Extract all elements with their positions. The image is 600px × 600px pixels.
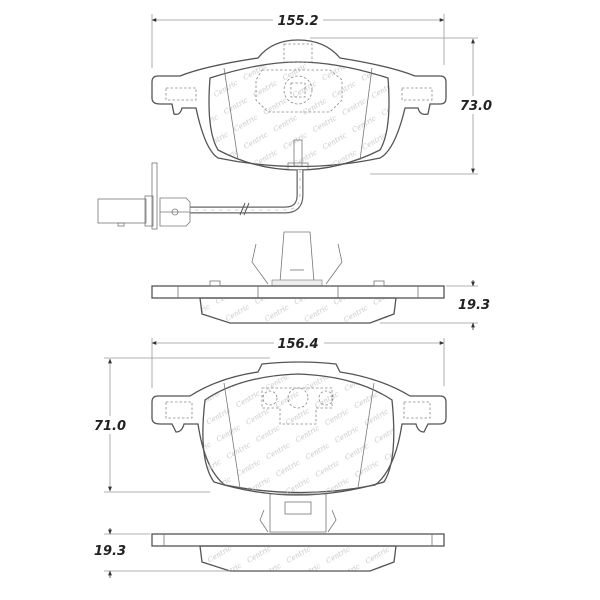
lower-thickness-label: 19.3 (94, 544, 126, 559)
lower-pad-side-view: 19.3 (94, 493, 445, 578)
wear-sensor (97, 139, 309, 230)
upper-pad-side-view: 19.3 (151, 231, 490, 330)
upper-pad-front-view: 155.2 73.0 (97, 12, 496, 230)
lower-pad-front-view: 156.4 71.0 (90, 335, 447, 496)
lower-height-label: 71.0 (94, 419, 126, 434)
upper-height-label: 73.0 (460, 99, 492, 114)
upper-thickness-label: 19.3 (458, 298, 490, 313)
upper-width-label: 155.2 (277, 14, 318, 29)
lower-width-label: 156.4 (277, 337, 318, 352)
